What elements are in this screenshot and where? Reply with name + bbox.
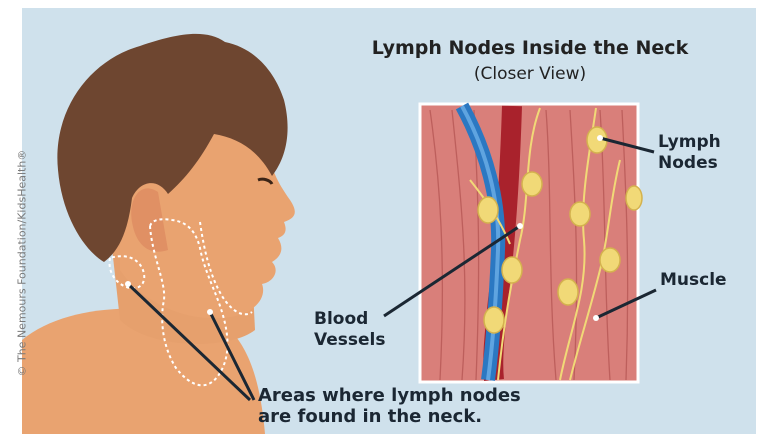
label-lymph-areas: Areas where lymph nodes are found in the… xyxy=(258,385,521,427)
child-illustration xyxy=(22,34,295,434)
diagram-title: Lymph Nodes Inside the Neck xyxy=(305,37,755,59)
lymph-node xyxy=(558,279,578,305)
label-blood-vessels-line2: Vessels xyxy=(314,330,385,351)
lymph-node xyxy=(502,257,522,283)
lymph-node xyxy=(484,307,504,333)
copyright-notice: © The Nemours Foundation/KidsHealth® xyxy=(16,177,29,377)
label-blood-vessels-line1: Blood xyxy=(314,309,385,330)
lymph-node xyxy=(570,202,590,226)
diagram-subtitle: (Closer View) xyxy=(305,64,755,84)
lymph-node xyxy=(626,186,642,210)
label-blood-vessels: Blood Vessels xyxy=(314,309,385,351)
label-lymph-areas-line1: Areas where lymph nodes xyxy=(258,385,521,406)
lymph-node xyxy=(522,172,542,196)
lymph-node xyxy=(478,197,498,223)
label-muscle: Muscle xyxy=(660,270,727,291)
closer-view-inset xyxy=(420,104,642,382)
label-lymph-nodes-line2: Nodes xyxy=(658,153,721,174)
label-lymph-nodes: Lymph Nodes xyxy=(658,132,721,174)
label-lymph-areas-line2: are found in the neck. xyxy=(258,406,521,427)
label-lymph-nodes-line1: Lymph xyxy=(658,132,721,153)
lymph-node xyxy=(600,248,620,272)
